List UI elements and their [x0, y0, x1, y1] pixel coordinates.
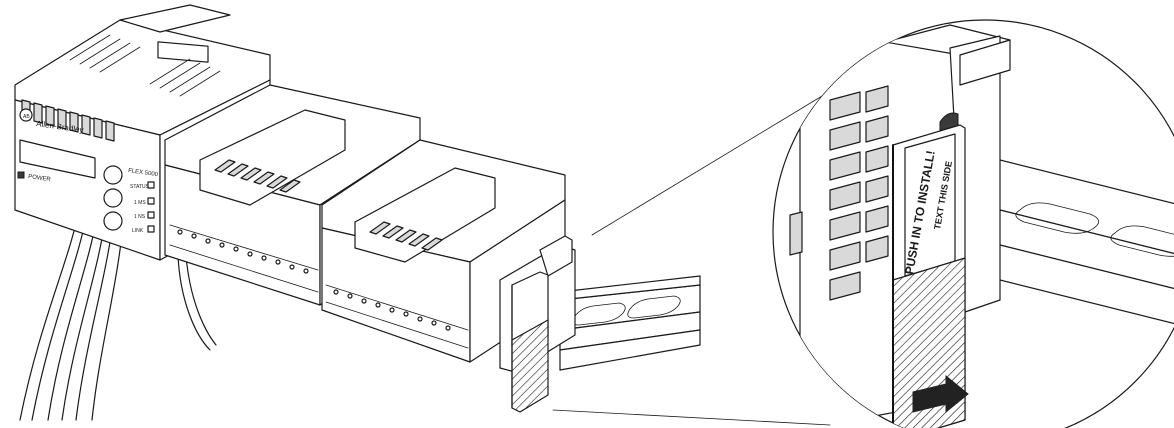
adapter-model-label: FLEX 5000 — [128, 168, 159, 178]
label-card-small — [511, 271, 549, 413]
status-led — [147, 225, 155, 233]
label-card-detail: PUSH IN TO INSTALL! TEXT THIS SIDE — [892, 124, 966, 428]
terminal-cover — [199, 109, 346, 206]
rotary-switch — [103, 211, 123, 231]
power-indicator — [17, 171, 25, 179]
status-label: 1 NS — [134, 214, 146, 220]
terminal-slots — [369, 221, 443, 251]
status-label: LINK — [132, 228, 144, 234]
status-label: STATUS — [130, 184, 150, 190]
terminal-slots — [214, 159, 301, 193]
status-led — [147, 197, 155, 205]
adapter-label-plate — [19, 139, 96, 179]
status-led — [147, 211, 155, 219]
din-rail — [559, 275, 701, 371]
adapter-top-vents — [69, 34, 221, 97]
status-led — [147, 181, 155, 189]
rotary-switch — [103, 188, 123, 208]
din-rail-detail — [959, 149, 1174, 331]
terminal-row — [169, 224, 319, 293]
callout-leader-lines — [552, 89, 833, 426]
detail-magnifier: PUSH IN TO INSTALL! TEXT THIS SIDE — [772, 19, 1174, 428]
rotary-switch — [103, 165, 123, 185]
brand-monogram: AB — [23, 114, 30, 120]
terminal-cover — [354, 167, 496, 263]
adapter-vents — [21, 99, 115, 142]
terminal-row — [325, 284, 469, 349]
module-vents-detail — [829, 85, 889, 301]
power-label: POWER — [28, 174, 52, 183]
main-assembly: AB Allen-Bradley POWER FLEX 5000 STATUS … — [14, 4, 701, 421]
brand-logo-icon — [19, 108, 33, 122]
status-label: 1 MS — [134, 200, 146, 206]
push-arrow-icon — [912, 374, 969, 414]
status-leds: STATUS 1 MS 1 NS LINK — [130, 181, 155, 234]
